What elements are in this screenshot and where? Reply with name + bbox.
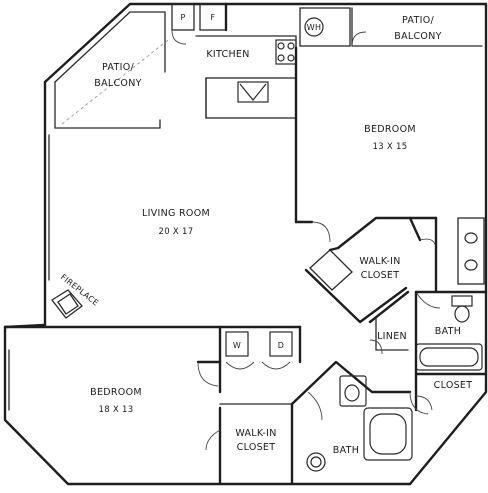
toilet-bowl — [454, 305, 470, 323]
closet-right: CLOSET — [414, 372, 473, 412]
walkin-right-label-2: CLOSET — [361, 270, 400, 281]
bedroom-right-label: BEDROOM — [364, 124, 416, 135]
bath-bottom-label: BATH — [333, 445, 359, 456]
bedroom-right-dims: 13 X 15 — [373, 142, 408, 152]
kitchen-sink — [237, 81, 269, 103]
living-room: LIVING ROOM 20 X 17 — [142, 208, 210, 237]
washer — [225, 331, 249, 357]
patio-right-label-2: BALCONY — [394, 31, 441, 42]
pantry-label: P — [180, 13, 185, 22]
patio-left-label-2: BALCONY — [94, 78, 141, 89]
toilet-bottom — [306, 452, 326, 472]
bedroom-right: BEDROOM 13 X 15 — [294, 46, 416, 243]
closet-right-label: CLOSET — [434, 380, 473, 391]
exterior-walls — [3, 2, 488, 486]
bedroom-left: BEDROOM 18 X 13 — [90, 360, 222, 415]
linen-closet: LINEN — [368, 290, 410, 355]
living-room-label: LIVING ROOM — [142, 208, 210, 219]
walkin-right-label-1: WALK-IN — [359, 256, 400, 267]
bedroom-left-label: BEDROOM — [90, 387, 142, 398]
pantry-closet — [171, 3, 195, 31]
laundry: W D — [3, 325, 302, 370]
closet-shelf — [309, 249, 353, 291]
kitchen-label: KITCHEN — [206, 49, 249, 60]
water-heater-label: WH — [307, 23, 322, 32]
living-room-dims: 20 X 17 — [159, 227, 194, 237]
fridge-label: F — [211, 13, 216, 22]
dryer-label: D — [278, 341, 284, 350]
bath-right-label: BATH — [435, 326, 461, 337]
walkin-left-label-2: CLOSET — [237, 442, 276, 453]
patio-right: PATIO/ BALCONY — [351, 7, 483, 47]
patio-right-label-1: PATIO/ — [402, 15, 434, 26]
linen-label: LINEN — [377, 331, 407, 342]
bath-right: BATH — [414, 216, 488, 376]
water-heater: WH — [299, 7, 351, 47]
walkin-left-label-1: WALK-IN — [235, 428, 276, 439]
patio-left: PATIO/ BALCONY — [54, 11, 169, 129]
bathtub-bottom — [363, 407, 413, 461]
patio-left-label-1: PATIO/ — [102, 62, 134, 73]
bedroom-left-dims: 18 X 13 — [99, 405, 134, 415]
washer-label: W — [233, 341, 241, 350]
kitchen: P F KITCHEN — [171, 2, 297, 119]
toilet-tank — [451, 295, 473, 307]
walkin-closet-left: WALK-IN CLOSET — [205, 402, 294, 486]
dryer — [269, 331, 293, 357]
vanity — [457, 217, 485, 285]
vanity-bottom — [339, 375, 367, 407]
fireplace: FIREPLACE — [51, 272, 100, 319]
bath-bottom: BATH — [290, 360, 429, 472]
